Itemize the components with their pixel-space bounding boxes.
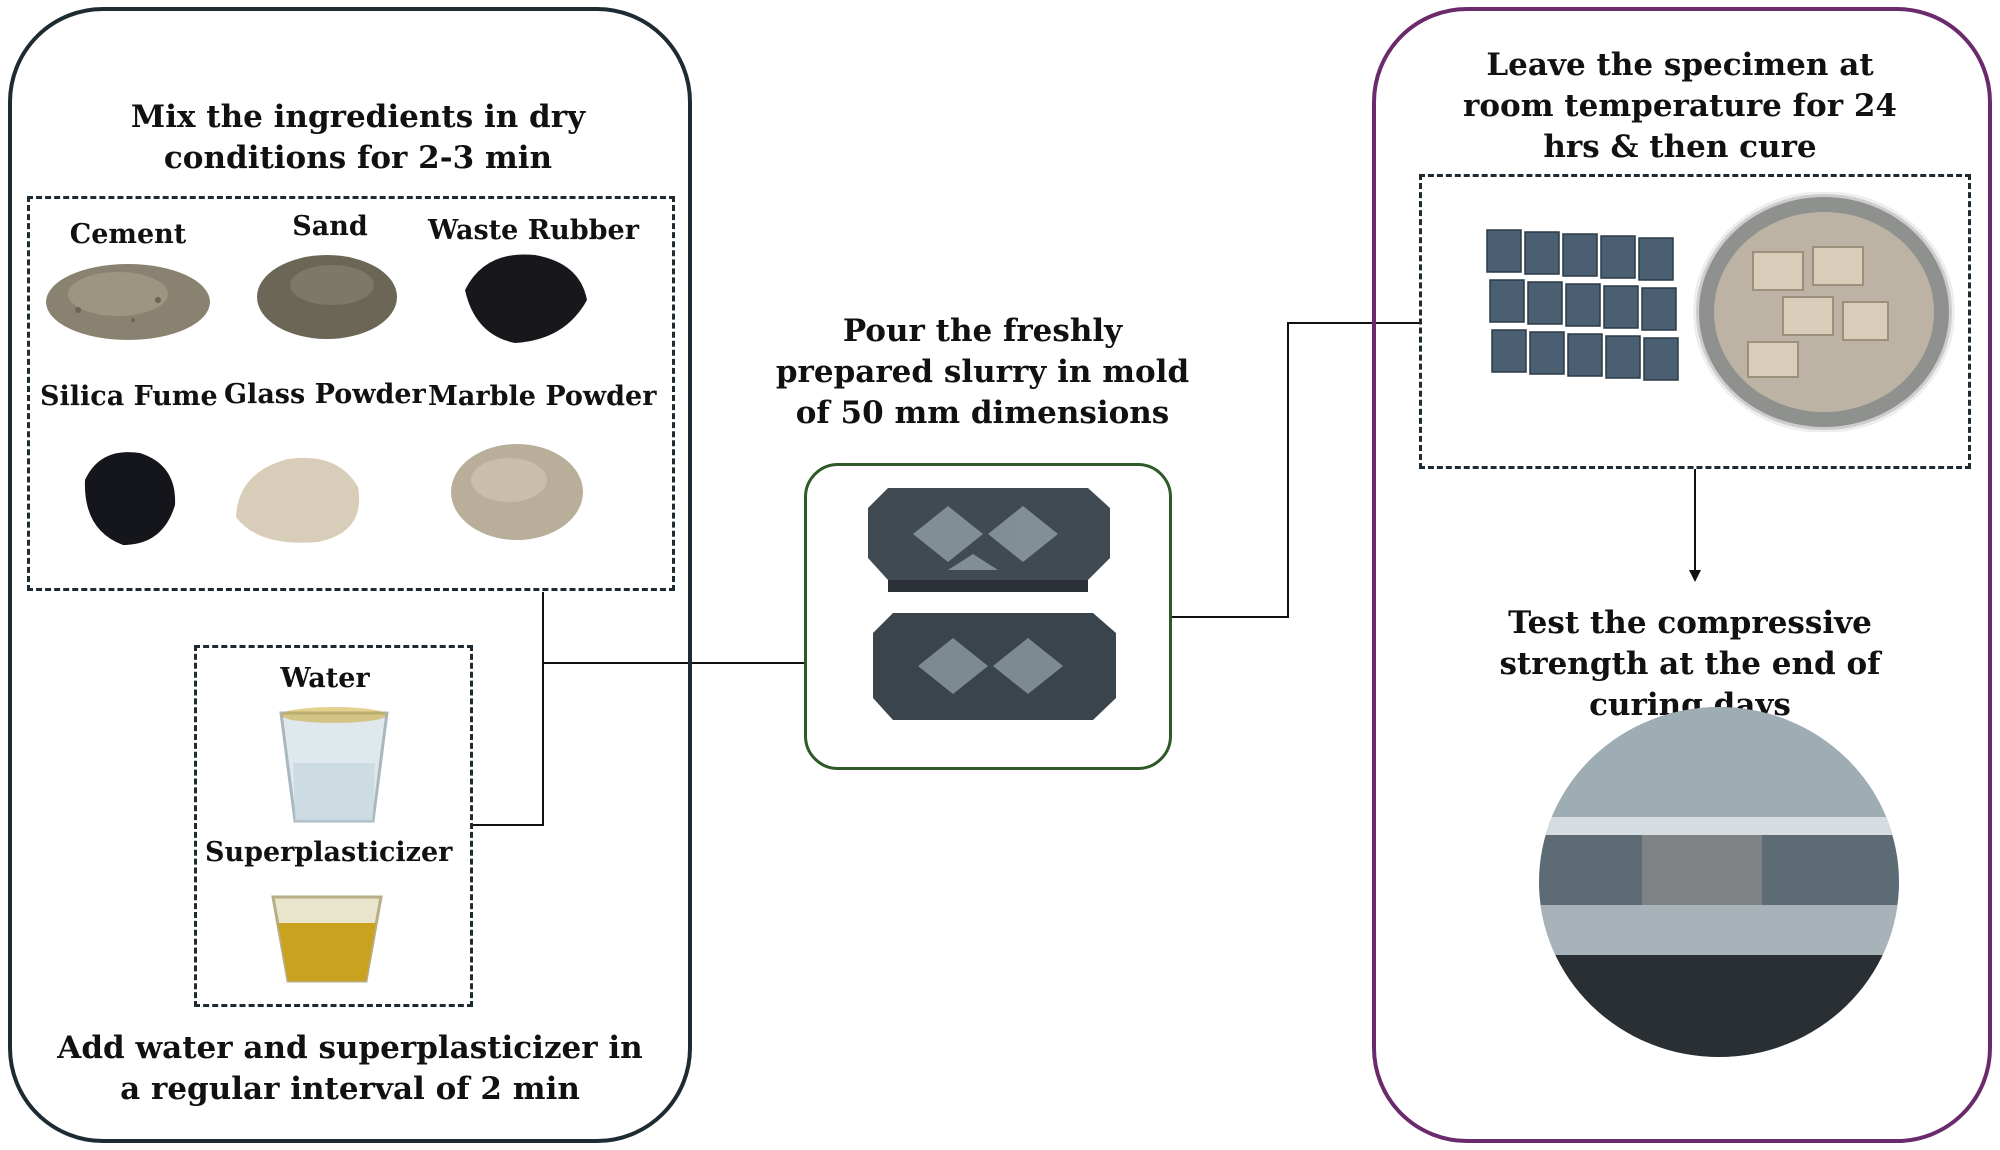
label-water: Water: [280, 663, 370, 694]
specimen-cubes-image: [1486, 229, 1679, 381]
superplasticizer-glass-icon: [271, 895, 383, 983]
curing-box: [1419, 174, 1971, 469]
label-marble-powder: Marble Powder: [428, 381, 657, 412]
glass-powder-icon: [236, 457, 360, 543]
mold-box: [804, 463, 1172, 770]
caption-mix: Mix the ingredients in dry conditions fo…: [130, 99, 586, 176]
sand-powder-icon: [257, 255, 397, 339]
caption-cure: Leave the specimen at room temperature f…: [1463, 47, 1897, 165]
left-panel: [8, 7, 692, 1143]
connector-ingredients-down: [472, 592, 544, 826]
arrow-head: [1689, 570, 1701, 582]
marble-powder-icon: [451, 444, 583, 540]
rubber-powder-icon: [465, 254, 587, 343]
label-superplasticizer: Superplasticizer: [205, 837, 453, 868]
label-glass-powder: Glass Powder: [224, 379, 426, 410]
label-cement: Cement: [69, 219, 187, 250]
label-sand: Sand: [292, 211, 368, 242]
water-glass-icon: [279, 707, 389, 823]
mold-image: [868, 488, 1116, 720]
label-silica-fume: Silica Fume: [40, 381, 218, 412]
right-panel: [1372, 7, 1992, 1143]
cement-powder-icon: [46, 264, 210, 340]
caption-test: Test the compressive strength at the end…: [1499, 605, 1881, 723]
silica-fume-powder-icon: [84, 452, 176, 545]
caption-add: Add water and superplasticizer in a regu…: [57, 1030, 643, 1107]
liquids-box: [194, 645, 473, 1007]
label-waste-rubber: Waste Rubber: [428, 215, 639, 246]
connector-mold-to-curing: [1172, 322, 1421, 618]
curing-tank-image: [1693, 192, 1955, 432]
ingredients-box: [27, 196, 675, 591]
caption-pour: Pour the freshly prepared slurry in mold…: [775, 313, 1190, 431]
compression-test-image: [1539, 707, 1899, 1057]
